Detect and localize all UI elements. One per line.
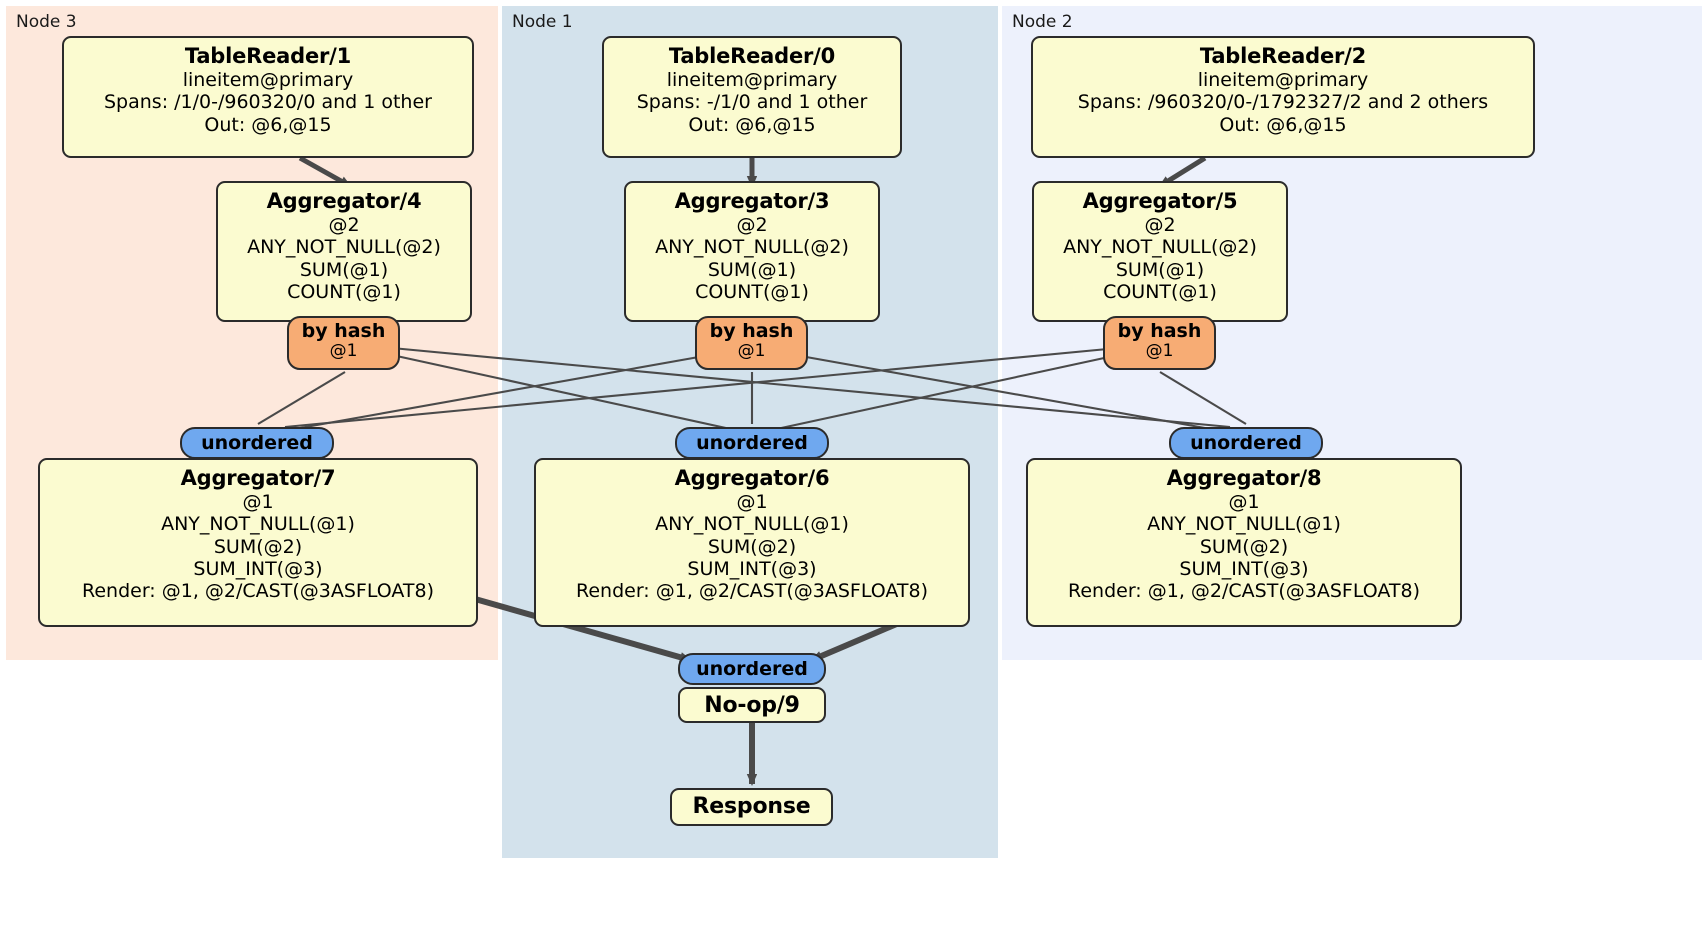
processor-line: @2: [736, 213, 768, 236]
unordered-sync-label: unordered: [201, 432, 313, 454]
processor-table-reader-2[interactable]: TableReader/2 lineitem@primary Spans: /9…: [1031, 36, 1535, 158]
unordered-sync-label: unordered: [1190, 432, 1302, 454]
processor-aggregator-3[interactable]: Aggregator/3 @2 ANY_NOT_NULL(@2) SUM(@1)…: [624, 181, 880, 322]
processor-line: Spans: /960320/0-/1792327/2 and 2 others: [1077, 91, 1489, 114]
processor-line: SUM(@2): [1199, 535, 1289, 558]
processor-line: lineitem@primary: [182, 68, 354, 91]
processor-aggregator-7[interactable]: Aggregator/7 @1 ANY_NOT_NULL(@1) SUM(@2)…: [38, 458, 478, 627]
processor-title: Response: [692, 794, 811, 819]
unordered-sync-left[interactable]: unordered: [180, 427, 334, 459]
processor-line: Spans: /1/0-/960320/0 and 1 other: [104, 91, 432, 114]
processor-title: Aggregator/8: [1166, 466, 1322, 490]
processor-line: COUNT(@1): [695, 280, 809, 303]
processor-noop-9[interactable]: No-op/9: [678, 687, 826, 723]
processor-line: Render: @1, @2/CAST(@3ASFLOAT8): [82, 580, 434, 603]
processor-response[interactable]: Response: [670, 788, 833, 826]
hash-router-column: @1: [329, 341, 358, 362]
processor-aggregator-8[interactable]: Aggregator/8 @1 ANY_NOT_NULL(@1) SUM(@2)…: [1026, 458, 1462, 627]
processor-line: ANY_NOT_NULL(@2): [1063, 236, 1257, 259]
processor-line: @2: [328, 213, 360, 236]
processor-line: SUM_INT(@3): [193, 557, 323, 580]
hash-router-left[interactable]: by hash @1: [287, 316, 400, 370]
processor-line: ANY_NOT_NULL(@1): [161, 513, 355, 536]
processor-title: TableReader/0: [668, 44, 836, 68]
processor-line: lineitem@primary: [1197, 68, 1369, 91]
processor-line: @1: [1228, 490, 1260, 513]
unordered-sync-right[interactable]: unordered: [1169, 427, 1323, 459]
processor-title: TableReader/2: [1199, 44, 1367, 68]
processor-title: No-op/9: [704, 693, 800, 718]
node-label-node2: Node 2: [1012, 12, 1073, 32]
unordered-sync-label: unordered: [696, 658, 808, 680]
processor-title: TableReader/1: [184, 44, 352, 68]
processor-line: COUNT(@1): [1103, 280, 1217, 303]
processor-line: SUM_INT(@3): [687, 557, 817, 580]
processor-line: ANY_NOT_NULL(@1): [1147, 513, 1341, 536]
processor-line: Render: @1, @2/CAST(@3ASFLOAT8): [1068, 580, 1420, 603]
hash-router-right[interactable]: by hash @1: [1103, 316, 1216, 370]
processor-line: SUM(@1): [1115, 258, 1205, 281]
processor-title: Aggregator/7: [180, 466, 336, 490]
processor-line: lineitem@primary: [666, 68, 838, 91]
processor-line: @1: [242, 490, 274, 513]
processor-line: SUM_INT(@3): [1179, 557, 1309, 580]
processor-line: Out: @6,@15: [1219, 113, 1347, 136]
processor-line: SUM(@1): [707, 258, 797, 281]
processor-line: SUM(@2): [707, 535, 797, 558]
processor-aggregator-4[interactable]: Aggregator/4 @2 ANY_NOT_NULL(@2) SUM(@1)…: [216, 181, 472, 322]
processor-line: SUM(@2): [213, 535, 303, 558]
hash-router-label: by hash: [1117, 320, 1202, 342]
unordered-sync-final[interactable]: unordered: [678, 653, 826, 685]
node-label-node1: Node 1: [512, 12, 573, 32]
processor-aggregator-6[interactable]: Aggregator/6 @1 ANY_NOT_NULL(@1) SUM(@2)…: [534, 458, 970, 627]
hash-router-label: by hash: [301, 320, 386, 342]
processor-line: Spans: -/1/0 and 1 other: [636, 91, 868, 114]
processor-table-reader-0[interactable]: TableReader/0 lineitem@primary Spans: -/…: [602, 36, 902, 158]
processor-aggregator-5[interactable]: Aggregator/5 @2 ANY_NOT_NULL(@2) SUM(@1)…: [1032, 181, 1288, 322]
hash-router-column: @1: [737, 341, 766, 362]
processor-title: Aggregator/3: [674, 189, 830, 213]
processor-line: Render: @1, @2/CAST(@3ASFLOAT8): [576, 580, 928, 603]
processor-title: Aggregator/5: [1082, 189, 1238, 213]
processor-table-reader-1[interactable]: TableReader/1 lineitem@primary Spans: /1…: [62, 36, 474, 158]
processor-line: Out: @6,@15: [204, 113, 332, 136]
processor-title: Aggregator/4: [266, 189, 422, 213]
node-label-node3: Node 3: [16, 12, 77, 32]
processor-line: COUNT(@1): [287, 280, 401, 303]
hash-router-label: by hash: [709, 320, 794, 342]
hash-router-column: @1: [1145, 341, 1174, 362]
processor-line: SUM(@1): [299, 258, 389, 281]
hash-router-center[interactable]: by hash @1: [695, 316, 808, 370]
processor-line: @1: [736, 490, 768, 513]
unordered-sync-label: unordered: [696, 432, 808, 454]
processor-line: ANY_NOT_NULL(@1): [655, 513, 849, 536]
processor-line: @2: [1144, 213, 1176, 236]
processor-line: ANY_NOT_NULL(@2): [247, 236, 441, 259]
processor-line: Out: @6,@15: [688, 113, 816, 136]
processor-line: ANY_NOT_NULL(@2): [655, 236, 849, 259]
unordered-sync-center[interactable]: unordered: [675, 427, 829, 459]
processor-title: Aggregator/6: [674, 466, 830, 490]
